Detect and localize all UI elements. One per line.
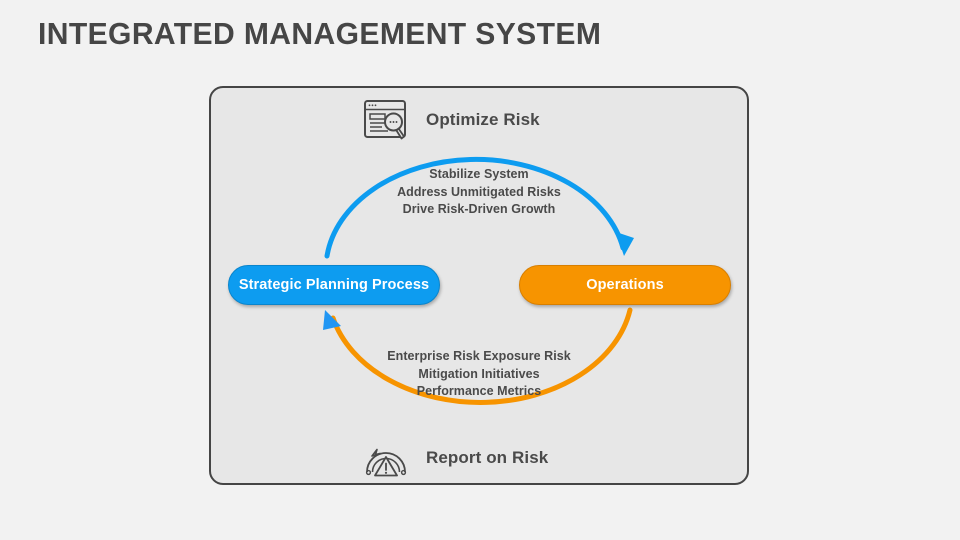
caption-top-line-3: Drive Risk-Driven Growth	[402, 202, 556, 216]
caption-bottom-line-2: Mitigation Initiatives	[418, 366, 540, 381]
caption-bottom: Enterprise Risk Exposure Risk Mitigation…	[329, 348, 629, 401]
section-label-report-on-risk: Report on Risk	[426, 448, 549, 467]
node-label-strategic-planning-process: Strategic Planning Process	[238, 277, 430, 293]
section-label-optimize-risk: Optimize Risk	[426, 110, 540, 129]
document-search-icon	[364, 100, 406, 140]
node-label-operations: Operations	[586, 277, 664, 293]
section-header-report-on-risk: Report on Risk	[362, 436, 548, 480]
risk-gauge-icon	[365, 448, 407, 477]
caption-bottom-line-3: Performance Metrics	[416, 384, 542, 398]
caption-top-line-2: Address Unmitigated Risks	[397, 184, 561, 199]
node-operations[interactable]: Operations	[519, 265, 731, 305]
section-header-optimize-risk: Optimize Risk	[362, 98, 540, 142]
page-title: INTEGRATED MANAGEMENT SYSTEM	[38, 16, 602, 51]
node-strategic-planning-process[interactable]: Strategic Planning Process	[228, 265, 440, 305]
caption-bottom-line-1: Enterprise Risk Exposure Risk	[387, 349, 571, 363]
caption-top: Stabilize System Address Unmitigated Ris…	[329, 166, 629, 219]
caption-top-line-1: Stabilize System	[429, 167, 529, 181]
